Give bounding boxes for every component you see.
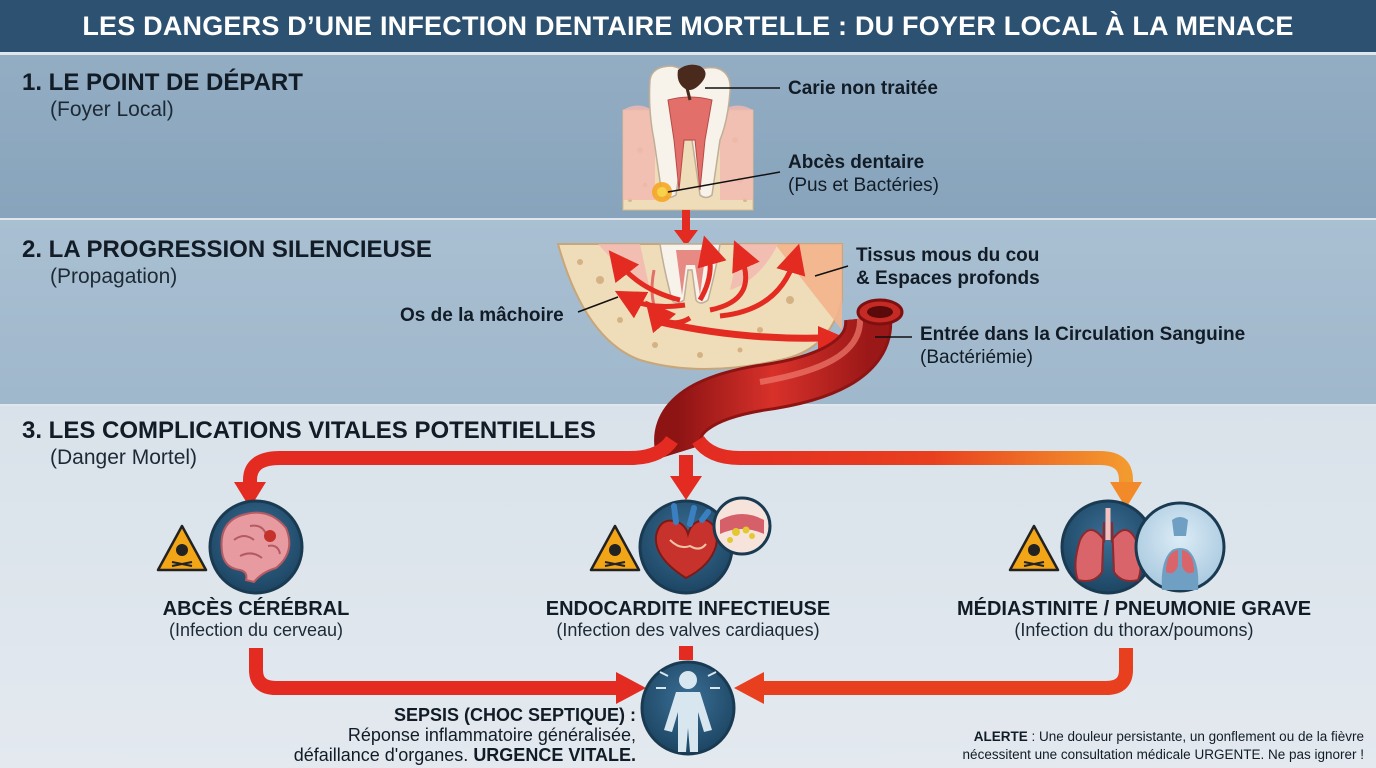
section-2-title: 2. LA PROGRESSION SILENCIEUSE	[22, 236, 432, 263]
endocarditis-title: ENDOCARDITE INFECTIEUSE	[545, 598, 831, 620]
brain-abscess-title: ABCÈS CÉRÉBRAL	[162, 598, 350, 620]
abces-label: Abcès dentaire(Pus et Bactéries)	[788, 152, 939, 196]
warning-skull-icon	[156, 524, 208, 572]
alert-label: ALERTE	[973, 729, 1028, 744]
blood-vessel-icon	[654, 298, 904, 460]
brain-icon	[208, 499, 304, 595]
alert-line2: nécessitent une consultation médicale UR…	[962, 747, 1364, 762]
endocarditis-subtitle: (Infection des valves cardiaques)	[556, 620, 820, 640]
header-bar: LES DANGERS D’UNE INFECTION DENTAIRE MOR…	[0, 0, 1376, 93]
heart-valve-icon	[712, 496, 772, 556]
warning-skull-icon	[1008, 524, 1060, 572]
heart-icon	[638, 499, 734, 595]
section-2-subtitle: (Propagation)	[50, 265, 178, 288]
tissus-pointer	[814, 265, 849, 277]
human-body-icon	[640, 660, 736, 756]
os-pointer	[577, 296, 619, 313]
mediastinitis-subtitle: (Infection du thorax/poumons)	[1014, 620, 1254, 640]
mediastinitis-title: MÉDIASTINITE / PNEUMONIE GRAVE	[956, 598, 1312, 620]
lungs-icon	[1060, 499, 1156, 595]
os-label: Os de la mâchoire	[400, 305, 564, 326]
alert-line1: : Une douleur persistante, un gonflement…	[1027, 729, 1364, 744]
tissus-label: Tissus mous du cou& Espaces profonds	[856, 245, 1040, 289]
sepsis-urgence: URGENCE VITALE.	[473, 745, 636, 765]
sepsis-line2: défaillance d'organes.	[293, 745, 469, 765]
section-3-subtitle: (Danger Mortel)	[50, 446, 198, 469]
section-1-title: 1. LE POINT DE DÉPART	[22, 69, 303, 96]
sepsis-arrows	[249, 646, 1133, 704]
sepsis-text: SEPSIS (CHOC SEPTIQUE) : Réponse inflamm…	[294, 705, 636, 765]
sepsis-title: SEPSIS (CHOC SEPTIQUE) :	[393, 705, 636, 725]
carie-label: Carie non traitée	[788, 78, 938, 99]
alert-note: ALERTE : Une douleur persistante, un gon…	[963, 728, 1364, 764]
jaw-bone-icon	[556, 243, 843, 370]
section-1-subtitle: (Foyer Local)	[50, 98, 174, 121]
brain-abscess-subtitle: (Infection du cerveau)	[168, 620, 344, 640]
distribution-arrows	[234, 435, 1142, 508]
abces-pointer	[667, 171, 781, 193]
warning-skull-icon	[589, 524, 641, 572]
spread-arrows	[608, 235, 806, 334]
page-title: LES DANGERS D’UNE INFECTION DENTAIRE MOR…	[82, 11, 1294, 93]
entree-label: Entrée dans la Circulation Sanguine(Bact…	[920, 324, 1246, 368]
lungs-icon	[1134, 501, 1226, 593]
section-3-title: 3. LES COMPLICATIONS VITALES POTENTIELLE…	[22, 417, 596, 444]
sepsis-line1: Réponse inflammatoire généralisée,	[347, 725, 636, 745]
tooth-icon	[622, 64, 754, 211]
